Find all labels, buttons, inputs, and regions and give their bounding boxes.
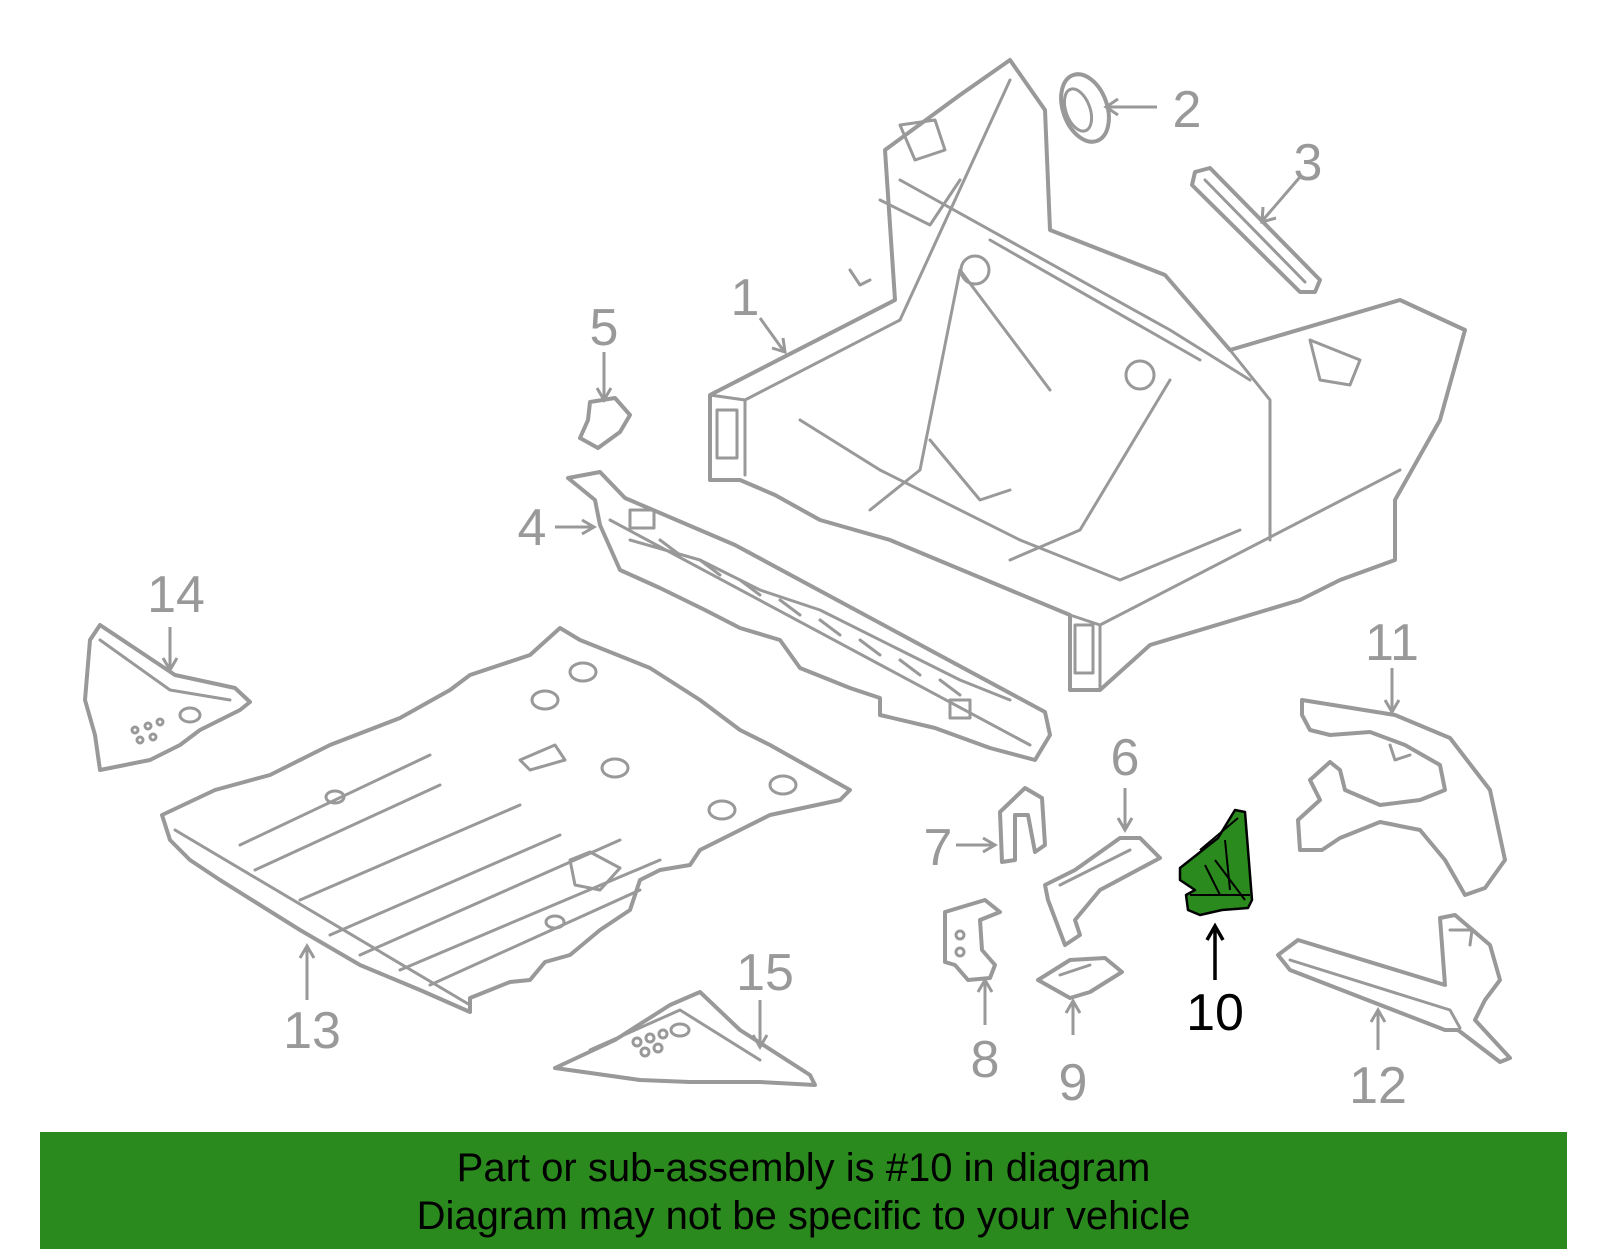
part-7-clip bbox=[998, 786, 1047, 864]
part-4-crossmember bbox=[566, 470, 1052, 762]
part-10-highlighted-bracket bbox=[1178, 808, 1254, 917]
part-2-mount bbox=[1059, 72, 1111, 144]
leader-lines bbox=[161, 97, 1401, 1050]
callout-1: 1 bbox=[731, 269, 760, 327]
callout-6: 6 bbox=[1111, 729, 1140, 787]
banner-line-part-number: Part or sub-assembly is #10 in diagram bbox=[456, 1146, 1151, 1190]
info-banner: Part or sub-assembly is #10 in diagram D… bbox=[40, 1132, 1567, 1249]
part-5-bracket bbox=[578, 396, 632, 450]
callout-3: 3 bbox=[1294, 134, 1323, 192]
part-11-arch bbox=[1296, 698, 1507, 897]
callout-15: 15 bbox=[736, 944, 794, 1002]
callout-9: 9 bbox=[1059, 1054, 1088, 1112]
banner-line-disclaimer: Diagram may not be specific to your vehi… bbox=[416, 1194, 1191, 1238]
callout-11: 11 bbox=[1365, 614, 1419, 672]
part-1-subframe bbox=[708, 58, 1467, 692]
part-3-strut bbox=[1190, 166, 1322, 294]
callout-4: 4 bbox=[518, 499, 547, 557]
part-6-bracket bbox=[1043, 836, 1162, 947]
part-13-underbody-shield bbox=[160, 626, 852, 1014]
callout-5: 5 bbox=[590, 299, 619, 357]
callout-7: 7 bbox=[924, 819, 953, 877]
callout-8: 8 bbox=[971, 1031, 1000, 1089]
callout-10: 10 bbox=[1186, 984, 1244, 1042]
callout-14: 14 bbox=[147, 566, 205, 624]
callout-2: 2 bbox=[1173, 81, 1202, 139]
part-15-corner-shield bbox=[553, 990, 817, 1087]
callout-labels: 1 2 3 4 5 6 7 8 9 10 11 12 13 14 15 bbox=[147, 81, 1419, 1115]
part-9-block bbox=[1036, 956, 1124, 1000]
callout-13: 13 bbox=[283, 1002, 341, 1060]
part-8-bracket bbox=[943, 898, 1002, 982]
part-12-rail bbox=[1276, 913, 1512, 1064]
part-14-side-shield bbox=[83, 623, 252, 772]
callout-12: 12 bbox=[1349, 1057, 1407, 1115]
